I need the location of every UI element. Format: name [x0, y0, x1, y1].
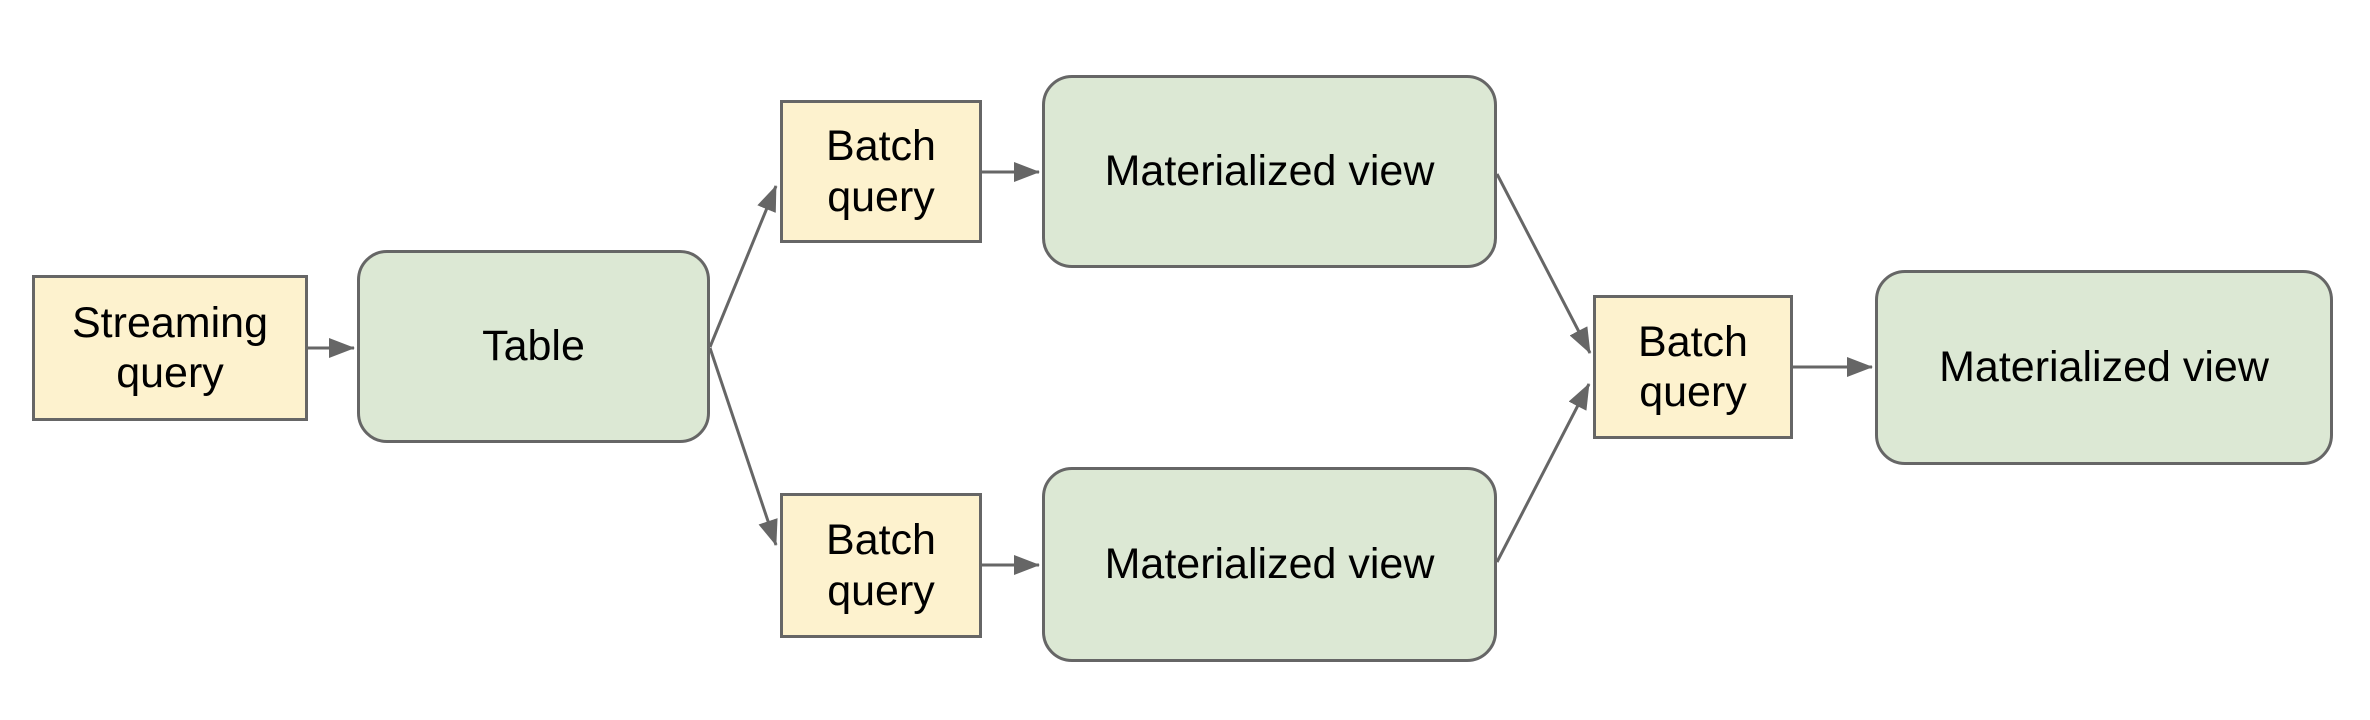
node-materialized-view-top: Materialized view [1042, 75, 1497, 268]
arrow-materialized-view-top-to-batch-query-right [1495, 173, 1592, 354]
node-label: Streaming query [72, 298, 268, 397]
node-batch-query-bottom: Batch query [780, 493, 982, 638]
node-materialized-view-bottom: Materialized view [1042, 467, 1497, 662]
node-label: Table [482, 322, 585, 371]
node-materialized-view-right: Materialized view [1875, 270, 2333, 465]
node-streaming-query: Streaming query [32, 275, 308, 421]
node-label: Materialized view [1104, 540, 1435, 589]
node-table: Table [357, 250, 710, 443]
node-label: Batch query [826, 516, 936, 615]
node-label: Batch query [826, 122, 936, 221]
node-label: Materialized view [1939, 343, 2269, 392]
node-label: Materialized view [1104, 147, 1435, 196]
node-batch-query-right: Batch query [1593, 295, 1793, 439]
arrow-materialized-view-bottom-to-batch-query-right [1495, 383, 1591, 563]
node-batch-query-top: Batch query [780, 100, 982, 243]
arrow-table-to-batch-query-bottom [708, 347, 778, 546]
arrow-table-to-batch-query-top [708, 185, 778, 348]
node-label: Batch query [1638, 317, 1748, 416]
